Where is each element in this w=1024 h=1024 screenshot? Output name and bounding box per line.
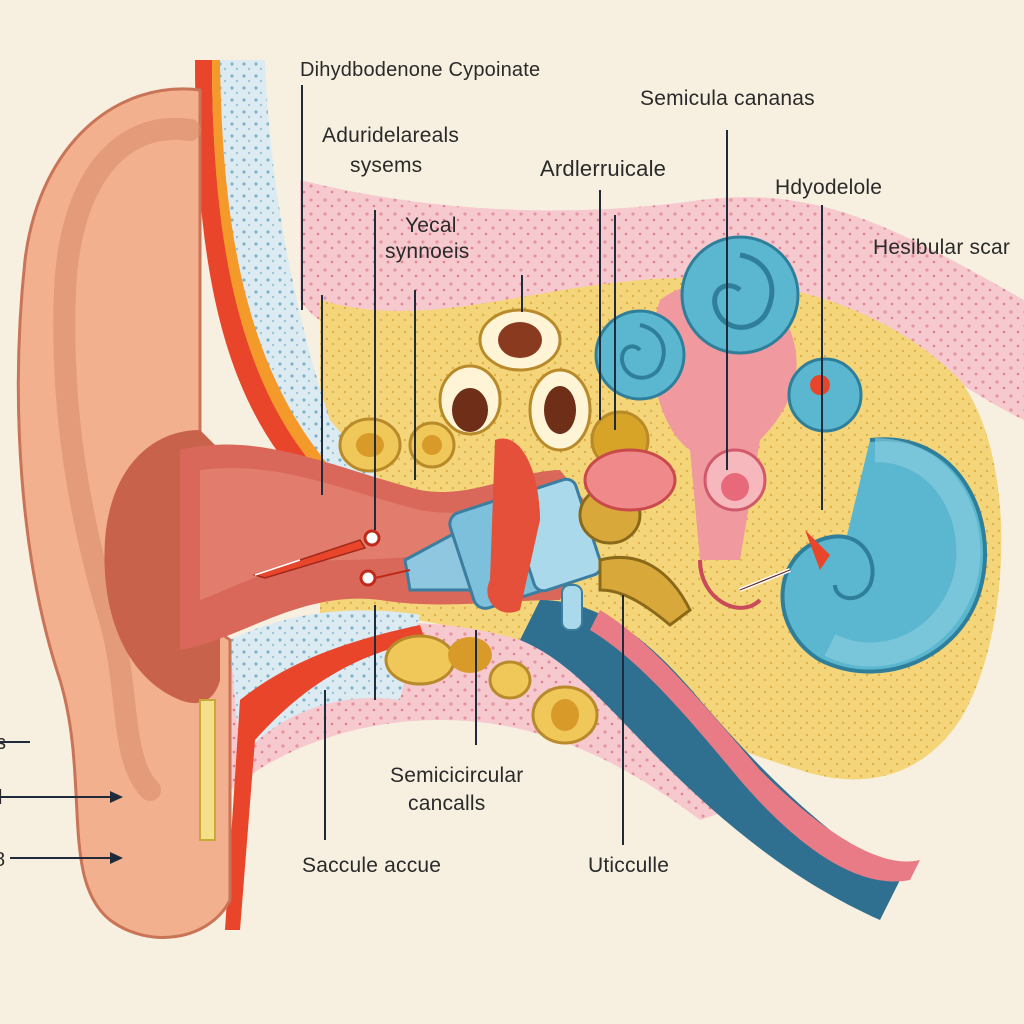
probe-needle xyxy=(252,529,411,587)
label-dihydrobodenone: Dihydbodenone Cypoinate xyxy=(300,59,540,81)
earlobe-cartilage xyxy=(199,699,216,841)
semicircular-canal-right xyxy=(787,357,863,433)
canal-wall-orange-stripe xyxy=(212,60,340,484)
semicircular-canal-top xyxy=(680,235,800,355)
label-edge-3: 8 xyxy=(0,849,5,871)
ossicle-device xyxy=(403,438,692,631)
label-cancalls: cancalls xyxy=(408,792,485,815)
label-semicula-cananas: Semicula cananas xyxy=(640,87,815,110)
vestibule xyxy=(651,283,797,610)
label-hesibular-scar: Hesibular scar xyxy=(873,236,1010,259)
label-hdyodelole: Hdyodelole xyxy=(775,176,882,199)
label-semicicircular: Semicicircular xyxy=(390,764,524,787)
canal-wall-red-stripe xyxy=(195,60,330,490)
canal-wall-lower-red xyxy=(225,625,425,930)
label-aduridelareals: Aduridelareals xyxy=(322,124,459,147)
label-ardlerruicale: Ardlerruicale xyxy=(540,156,666,181)
ear-canal-highlight xyxy=(200,468,580,600)
auditory-tube-lining xyxy=(590,610,920,882)
label-uticculle: Uticculle xyxy=(588,854,669,877)
label-saccule-accue: Saccule accue xyxy=(302,854,441,877)
semicircular-canal-left xyxy=(594,309,686,401)
arrow-to-cochlea-outline xyxy=(739,569,791,591)
upper-tissue-dots xyxy=(300,180,1024,420)
leader-lines xyxy=(0,85,823,864)
label-edge-2: l xyxy=(0,787,3,809)
label-yecal: Yecal xyxy=(405,214,457,237)
label-synnoeis: synnoeis xyxy=(385,240,469,263)
label-sysems: sysems xyxy=(350,154,422,177)
cochlea xyxy=(780,437,988,674)
pinna-helix-fold xyxy=(53,117,201,801)
label-edge-1: s xyxy=(0,732,6,754)
